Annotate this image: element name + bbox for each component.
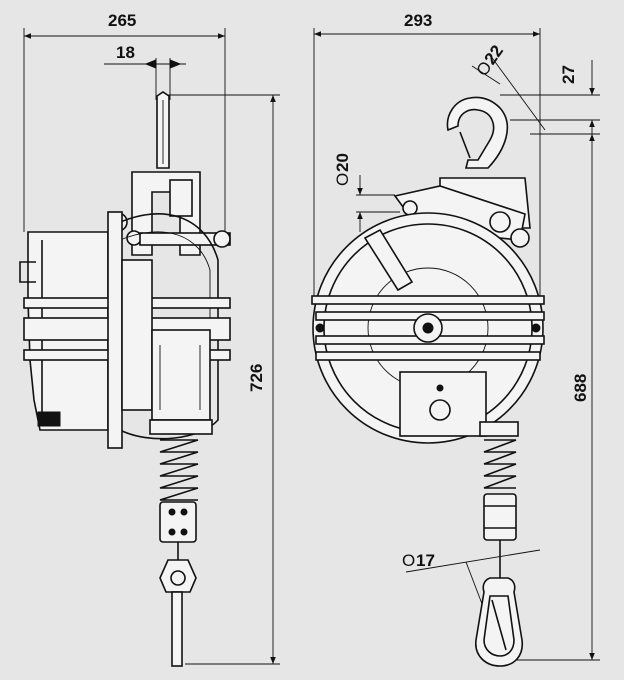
- housing-foot: [37, 411, 61, 427]
- gear-box: [151, 329, 211, 421]
- top-hook: [446, 96, 509, 169]
- arrow-18-right: [169, 59, 182, 69]
- diameter-symbol-20: O: [333, 173, 352, 186]
- drum-outline: [107, 213, 219, 440]
- label-726: 726: [247, 364, 266, 392]
- lever-arm: [363, 228, 414, 292]
- diameter-symbol-17: O: [402, 551, 415, 570]
- leader-22: [489, 54, 546, 131]
- front-band-1: [311, 295, 545, 305]
- label-18: 18: [116, 43, 135, 62]
- label-293: 293: [404, 11, 432, 30]
- hook-shank: [171, 591, 183, 667]
- label-265: 265: [108, 11, 136, 30]
- side-view: [19, 28, 280, 667]
- bracket-plate: [169, 179, 193, 217]
- label-688: 688: [571, 374, 590, 402]
- spring-left: [159, 439, 199, 501]
- spring-right: [483, 439, 517, 489]
- label-20: 20: [333, 153, 352, 172]
- cable-outlet: [149, 419, 213, 435]
- front-band-4: [315, 351, 541, 361]
- front-view: [311, 28, 600, 667]
- label-27: 27: [559, 65, 578, 84]
- stopper-left: [159, 501, 197, 543]
- frame-bar: [107, 211, 123, 449]
- leader-17: [405, 549, 541, 573]
- arrow-18-left: [144, 59, 157, 69]
- front-outlet: [479, 421, 519, 437]
- carabiner: [475, 577, 524, 667]
- stopper-right: [483, 493, 517, 541]
- dimension-labels: 265 18 726 293 O 22 27 O 20 688 O 17: [108, 11, 590, 570]
- label-17: 17: [416, 551, 435, 570]
